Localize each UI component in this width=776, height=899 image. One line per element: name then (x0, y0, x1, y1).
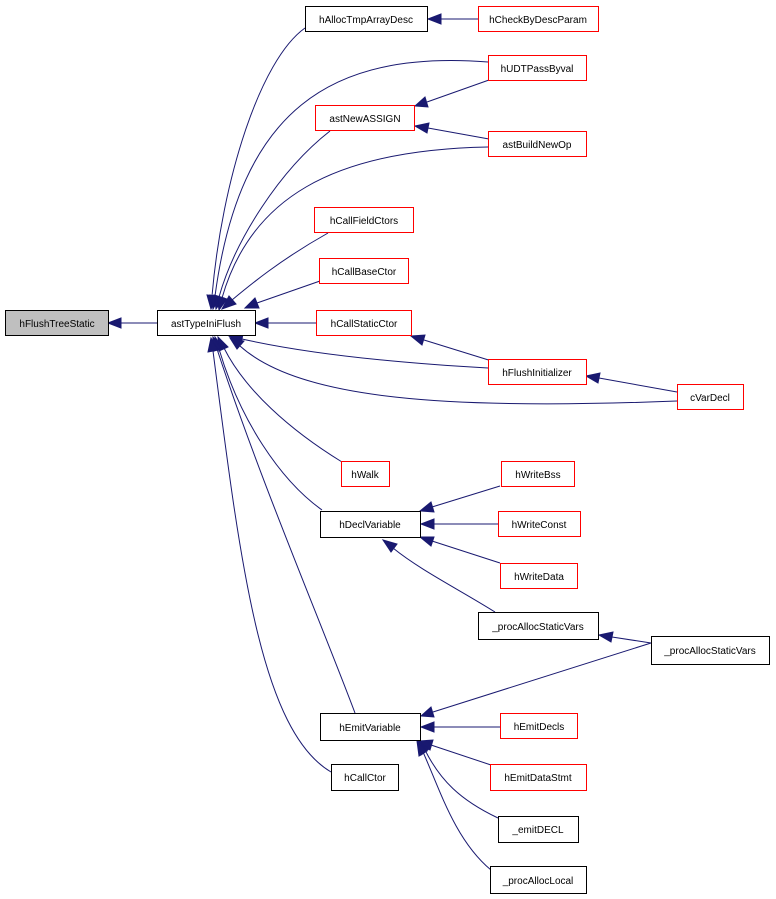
node-label: astBuildNewOp (503, 140, 572, 151)
arrowhead (216, 295, 228, 312)
edge-cvardecl-asttypeiniflush (239, 345, 678, 405)
node-label: hCheckByDescParam (489, 15, 587, 26)
node-hemitdatastmt[interactable]: hEmitDataStmt (490, 764, 587, 791)
arrowhead (253, 317, 269, 329)
arrowhead (418, 501, 435, 513)
edge-hflushinitializer-asttypeiniflush (241, 338, 489, 369)
node-hemitvariable: hEmitVariable (320, 713, 421, 741)
edge-emitdecl-hemitvariable (424, 749, 499, 819)
node-procalloclocal: _procAllocLocal (490, 866, 587, 894)
edge-hwalk-asttypeiniflush (223, 347, 343, 463)
arrowhead (228, 337, 245, 350)
edge-hcallfieldctors-asttypeiniflush (231, 232, 329, 301)
arrowhead (597, 631, 614, 643)
edge-hudtpassbyval-asttypeiniflush (214, 60, 489, 297)
node-label: hEmitVariable (339, 723, 401, 734)
node-label: astTypeIniFlush (171, 319, 241, 330)
arrowhead (381, 539, 398, 553)
node-label: hFlushInitializer (502, 368, 572, 379)
arrowhead (426, 13, 442, 25)
node-halloctmparraydesc: hAllocTmpArrayDesc (305, 6, 428, 32)
node-label: hCallFieldCtors (330, 216, 398, 227)
arrowhead (419, 706, 435, 718)
node-hdeclvariable: hDeclVariable (320, 511, 421, 538)
node-hflushtreestatic: hFlushTreeStatic (5, 310, 109, 336)
node-label: hUDTPassByval (501, 64, 574, 75)
arrowhead (106, 317, 122, 329)
node-procallocstaticvars-2: _procAllocStaticVars (651, 636, 770, 665)
node-label: hWriteData (514, 572, 564, 583)
arrowhead (243, 297, 260, 309)
arrowhead (416, 739, 428, 757)
node-label: hFlushTreeStatic (19, 319, 94, 330)
node-hcallctor: hCallCtor (331, 764, 399, 791)
edge-hdeclvariable-asttypeiniflush (218, 348, 323, 511)
node-cvardecl[interactable]: cVarDecl (677, 384, 744, 410)
node-label: hCallCtor (344, 773, 386, 784)
edge-hudtpassbyval-astnewassign (426, 79, 490, 103)
nodes: hFlushTreeStatic astTypeIniFlush hAllocT… (5, 6, 770, 894)
node-hcallstaticctor[interactable]: hCallStaticCtor (316, 310, 412, 336)
edge-hwritebss-hdeclvariable (431, 485, 501, 508)
node-label: _procAllocStaticVars (663, 646, 756, 657)
arrowhead (419, 721, 435, 733)
node-hflushinitializer[interactable]: hFlushInitializer (488, 359, 587, 385)
node-hcheckbydescparam[interactable]: hCheckByDescParam (478, 6, 599, 32)
node-label: hEmitDecls (514, 722, 565, 733)
node-label: hWriteConst (512, 520, 567, 531)
node-hemitdecls[interactable]: hEmitDecls (500, 713, 578, 739)
arrowhead (418, 536, 435, 547)
node-label: astNewASSIGN (329, 114, 400, 125)
node-hwriteconst[interactable]: hWriteConst (498, 511, 581, 537)
edge-hcallctor-asttypeiniflush (212, 350, 332, 773)
edge-hallocarraydesc-asttypeiniflush (211, 27, 306, 297)
edge-hcallbasector-asttypeiniflush (256, 280, 321, 304)
node-label: hAllocTmpArrayDesc (319, 15, 413, 26)
arrowhead (584, 372, 601, 384)
node-label: _procAllocStaticVars (491, 622, 584, 633)
node-label: hWalk (351, 470, 379, 481)
node-hwritedata[interactable]: hWriteData (500, 563, 578, 589)
edge-procalloclocal-hemitvariable (422, 751, 492, 871)
node-label: hCallBaseCtor (332, 267, 397, 278)
node-label: hEmitDataStmt (504, 773, 571, 784)
arrowhead (220, 295, 237, 310)
node-hwalk[interactable]: hWalk (341, 461, 390, 487)
edge-astbuildnewop-asttypeiniflush (221, 146, 489, 299)
arrowhead (409, 334, 426, 346)
edge-procallocstaticvars-hdeclvariable (392, 547, 496, 613)
node-hcallbasector[interactable]: hCallBaseCtor (319, 258, 409, 284)
edge-cvardecl-hflushinitializer (598, 377, 678, 393)
node-label: hCallStaticCtor (331, 319, 398, 330)
arrowhead (419, 518, 435, 530)
edge-astnewassign-asttypeiniflush (218, 130, 331, 298)
node-asttypeiniflush: astTypeIniFlush (157, 310, 256, 336)
edge-procallocstaticvars2-procallocstaticvars1 (611, 636, 652, 644)
edge-hwritedata-hdeclvariable (431, 540, 501, 564)
edge-hemitdatastmt-hemitvariable (430, 744, 492, 766)
node-hudtpassbyval[interactable]: hUDTPassByval (488, 55, 587, 81)
node-procallocstaticvars-1: _procAllocStaticVars (478, 612, 599, 640)
edge-procallocstaticvars2-hemitvariable (432, 642, 652, 713)
edge-astbuildnewop-astnewassign (427, 127, 490, 140)
node-hcallfieldctors[interactable]: hCallFieldCtors (314, 207, 414, 233)
node-astbuildnewop[interactable]: astBuildNewOp (488, 131, 587, 157)
arrowhead (413, 96, 429, 108)
edge-hemitvariable-asttypeiniflush (216, 348, 356, 714)
node-label: hWriteBss (515, 470, 560, 481)
node-hwritebss[interactable]: hWriteBss (501, 461, 575, 487)
node-emitdecl: _emitDECL (498, 816, 579, 843)
node-label: cVarDecl (690, 393, 730, 404)
node-label: _procAllocLocal (502, 876, 574, 887)
node-label: hDeclVariable (339, 520, 401, 531)
arrowhead (207, 336, 219, 353)
edge-hflushinitializer-hcallstaticctor (423, 339, 496, 363)
arrowhead (413, 122, 430, 134)
edges (106, 13, 678, 871)
node-label: _emitDECL (511, 825, 564, 836)
node-astnewassign[interactable]: astNewASSIGN (315, 105, 415, 131)
